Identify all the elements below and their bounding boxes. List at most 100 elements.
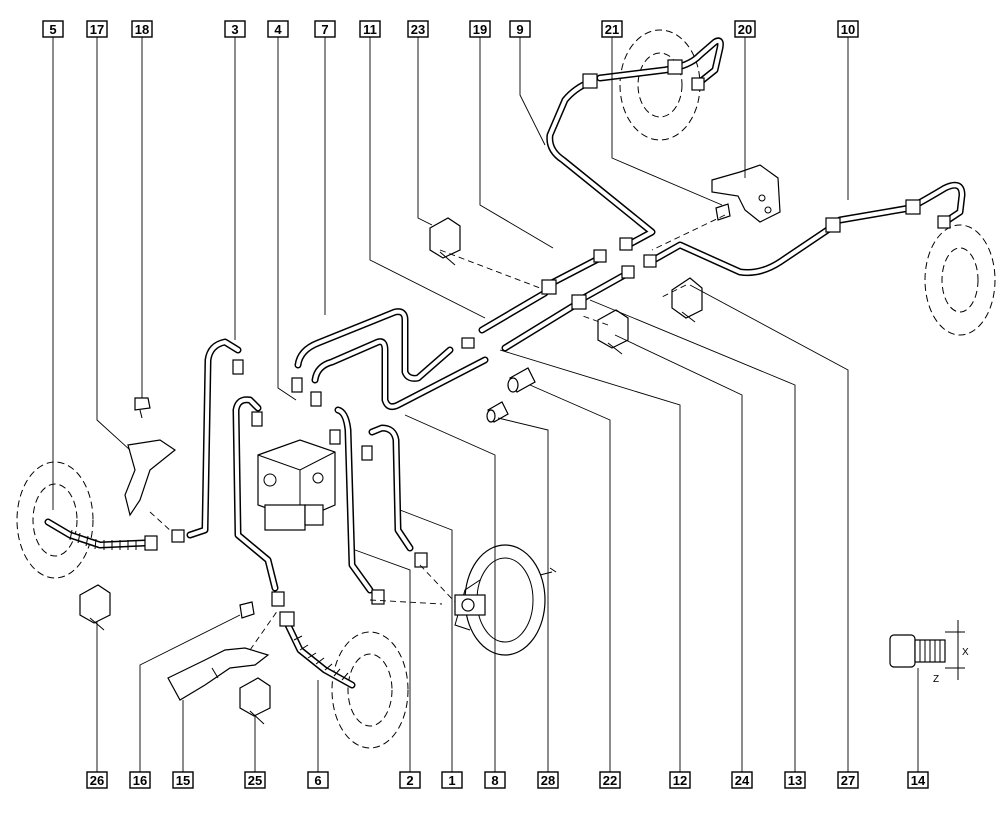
callout-box	[86, 20, 108, 38]
callout-box	[601, 20, 623, 38]
fitting-detail-14: X Z	[889, 620, 969, 685]
callout-21: 21	[601, 20, 623, 38]
callout-box	[734, 20, 756, 38]
callout-15: 15	[172, 771, 194, 789]
callout-box	[669, 771, 691, 789]
callout-10: 10	[837, 20, 859, 38]
callout-11: 11	[359, 20, 381, 38]
callout-8: 8	[484, 771, 506, 789]
callout-box	[244, 771, 266, 789]
callout-24: 24	[731, 771, 753, 789]
callout-number: 19	[473, 22, 487, 37]
callout-number: 3	[231, 22, 238, 37]
hydraulic-unit	[257, 439, 336, 531]
callout-number: 28	[541, 773, 555, 788]
callout-number: 27	[841, 773, 855, 788]
callout-number: 12	[673, 773, 687, 788]
callout-box	[837, 771, 859, 789]
brake-servo	[454, 544, 557, 656]
callout-18: 18	[131, 20, 153, 38]
callouts-bottom: 26 16 15 25 6 2 1 8 28 22 12 24 13 27 14	[86, 771, 929, 789]
callout-9: 9	[509, 20, 531, 38]
callout-box	[314, 20, 336, 38]
callout-28: 28	[537, 771, 559, 789]
callout-16: 16	[129, 771, 151, 789]
sleeve-parts	[486, 367, 536, 423]
callout-22: 22	[599, 771, 621, 789]
assembly-dashed-lines	[149, 214, 726, 651]
clip-26	[79, 584, 111, 631]
callout-number: 22	[603, 773, 617, 788]
callout-box	[441, 771, 463, 789]
callout-number: 10	[841, 22, 855, 37]
callout-box	[537, 771, 559, 789]
callout-number: 18	[135, 22, 149, 37]
callout-box	[731, 771, 753, 789]
callout-number: 6	[314, 773, 321, 788]
callout-number: 13	[788, 773, 802, 788]
wheel-front-left	[16, 461, 94, 579]
pipe-fittings	[171, 59, 951, 607]
callout-19: 19	[469, 20, 491, 38]
callout-5: 5	[42, 20, 64, 38]
callout-number: 25	[248, 773, 262, 788]
callout-23: 23	[407, 20, 429, 38]
callout-number: 15	[176, 773, 190, 788]
callout-4: 4	[267, 20, 289, 38]
dimension-z-label: Z	[933, 674, 939, 685]
callout-number: 7	[321, 22, 328, 37]
callout-box	[129, 771, 151, 789]
callout-box	[267, 20, 289, 38]
flexible-hose-6	[279, 611, 356, 689]
callout-number: 17	[90, 22, 104, 37]
callout-number: 8	[491, 773, 498, 788]
callout-box	[86, 771, 108, 789]
callout-20: 20	[734, 20, 756, 38]
wheel-front-right	[331, 631, 409, 749]
callout-box	[307, 771, 329, 789]
callout-box	[907, 771, 929, 789]
leader-lines	[52, 36, 919, 772]
bracket-17	[124, 439, 177, 517]
bracket-15	[167, 647, 270, 701]
callouts-top: 5 17 18 3 4 7 11 23 19 9 21 20 10	[42, 20, 859, 38]
dimension-x-label: X	[962, 647, 969, 658]
callout-number: 4	[274, 22, 282, 37]
wheel-rear-right	[924, 224, 996, 336]
callout-number: 9	[516, 22, 523, 37]
callout-box	[42, 20, 64, 38]
bolt-21	[715, 203, 731, 221]
callout-7: 7	[314, 20, 336, 38]
callout-3: 3	[224, 20, 246, 38]
callout-number: 16	[133, 773, 147, 788]
callout-17: 17	[86, 20, 108, 38]
callout-12: 12	[669, 771, 691, 789]
callout-number: 11	[363, 22, 377, 37]
callout-box	[837, 20, 859, 38]
wheel-rear-left	[619, 29, 701, 141]
bolt-16	[239, 601, 255, 619]
callout-27: 27	[837, 771, 859, 789]
clip-25	[239, 677, 271, 725]
clip-24	[597, 309, 629, 355]
callout-box	[131, 20, 153, 38]
callout-box	[484, 771, 506, 789]
clip-23	[429, 217, 461, 266]
callout-26: 26	[86, 771, 108, 789]
screw-18	[134, 397, 151, 419]
flexible-hose-5	[44, 518, 158, 551]
callout-number: 21	[605, 22, 619, 37]
callout-box	[407, 20, 429, 38]
callout-number: 24	[735, 773, 750, 788]
callout-25: 25	[244, 771, 266, 789]
callout-13: 13	[784, 771, 806, 789]
callout-box	[399, 771, 421, 789]
callout-box	[172, 771, 194, 789]
callout-number: 20	[738, 22, 752, 37]
callout-number: 23	[411, 22, 425, 37]
clip-27	[671, 277, 703, 323]
bracket-20	[711, 164, 781, 223]
callout-number: 1	[448, 773, 455, 788]
callout-number: 2	[406, 773, 413, 788]
